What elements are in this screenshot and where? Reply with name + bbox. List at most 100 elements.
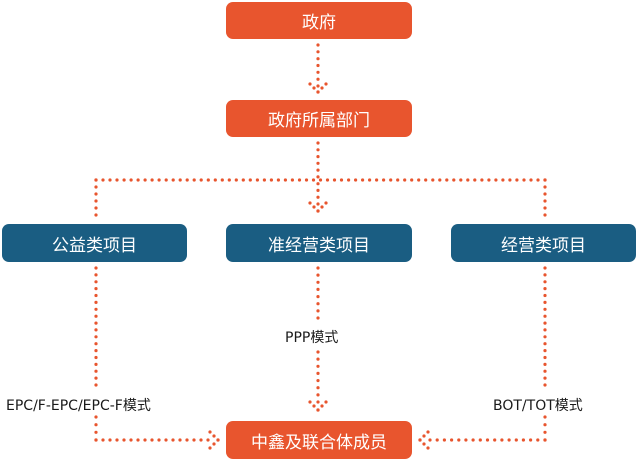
connector-dot: [94, 192, 98, 196]
arrowhead-dot: [422, 442, 426, 446]
connector-dot: [94, 213, 98, 217]
connector-dot: [508, 178, 512, 182]
connector-dot: [316, 379, 320, 383]
arrowhead-dot: [208, 446, 212, 450]
connector-dot: [269, 178, 273, 182]
connector-dot: [347, 178, 351, 182]
connector-dot: [206, 438, 210, 442]
connector-dot: [316, 316, 320, 320]
connector-dot: [199, 438, 203, 442]
connector-dot: [543, 321, 547, 325]
node-consortium-members-label: 中鑫及联合体成员: [251, 432, 387, 453]
connector-dot: [94, 349, 98, 353]
connector-dot: [94, 178, 98, 182]
connector-dot: [192, 438, 196, 442]
node-public-welfare-project: 公益类项目: [2, 224, 187, 262]
connector-dot: [332, 178, 337, 182]
connector-dot: [471, 438, 475, 442]
node-commercial-project-label: 经营类项目: [501, 235, 586, 256]
connector-dot: [478, 438, 482, 442]
connector-dot: [316, 295, 320, 299]
connector-dot: [94, 307, 98, 311]
connector-dot: [543, 213, 547, 217]
connector-dot: [543, 206, 547, 210]
connector-dot: [389, 178, 393, 182]
connector-dot: [424, 178, 428, 182]
connector-dot: [473, 178, 477, 182]
connector-dot: [316, 43, 320, 47]
connector-dot: [316, 63, 320, 68]
connector-commercial-to-member: [428, 438, 547, 442]
connector-dot: [543, 178, 547, 182]
connector-dot: [316, 84, 320, 88]
connector-dot: [108, 178, 112, 182]
connector-dot: [164, 178, 168, 182]
connector-dot: [94, 438, 98, 442]
connector-dot: [316, 77, 320, 81]
connector-dot: [94, 342, 98, 346]
connector-dot: [101, 178, 105, 182]
connector-branch-bar: [94, 178, 547, 182]
connector-dot: [459, 178, 463, 182]
connector-dot: [442, 438, 446, 442]
connector-dot: [150, 178, 154, 182]
connector-dot: [382, 178, 386, 182]
connector-dot: [94, 266, 98, 270]
connector-dot: [522, 178, 526, 182]
connector-dot: [143, 178, 147, 182]
connector-dot: [543, 300, 547, 304]
connector-dot: [450, 438, 454, 442]
node-government: 政府: [226, 2, 412, 39]
connector-dot: [178, 178, 182, 182]
connector-dot: [375, 178, 379, 182]
arrowhead-dot: [212, 442, 216, 446]
connector-dot: [234, 178, 238, 182]
connector-dot: [536, 438, 540, 442]
connector-dot: [157, 438, 161, 442]
edge-label-bot: BOT/TOT模式: [493, 397, 583, 415]
arrowhead-dot: [208, 430, 212, 434]
connector-dot: [396, 178, 400, 182]
connector-dot: [316, 155, 320, 159]
node-government-department-label: 政府所属部门: [268, 111, 370, 131]
connector-dot: [485, 438, 490, 442]
connector-dot: [94, 280, 98, 284]
connector-dot: [536, 178, 540, 182]
connector-dot: [241, 178, 245, 182]
connector-dot: [543, 199, 547, 203]
connector-dot: [262, 178, 266, 182]
connector-dot: [316, 57, 320, 61]
arrowhead-dot: [316, 408, 320, 412]
connector-dot: [316, 161, 320, 165]
connector-dot: [316, 175, 320, 179]
connector-dot: [316, 364, 320, 368]
connector-dot: [171, 178, 175, 182]
connector-dot: [316, 202, 320, 206]
connector-dot: [543, 273, 547, 277]
connector-dot: [316, 393, 320, 397]
connector-dot: [316, 141, 320, 145]
arrowhead-dot: [426, 430, 430, 434]
connector-dot: [94, 415, 98, 419]
connector-dot: [94, 369, 98, 373]
connector-dot: [94, 362, 98, 366]
connector-dot: [339, 178, 344, 182]
node-public-welfare-project-label: 公益类项目: [52, 235, 137, 256]
connector-dot: [428, 438, 432, 442]
connector-dot: [108, 438, 112, 442]
connector-dot: [487, 178, 491, 182]
connector-dot: [94, 199, 98, 203]
connector-dot: [543, 376, 547, 380]
connector-dot: [543, 185, 547, 189]
node-consortium-members: 中鑫及联合体成员: [226, 421, 412, 459]
connector-dot: [94, 300, 98, 304]
connector-dot: [101, 438, 105, 442]
connector-dot: [94, 430, 98, 434]
connector-dot: [543, 423, 547, 427]
connector-dot: [316, 70, 320, 74]
connector-dot: [507, 438, 511, 442]
arrowhead-dot: [216, 438, 220, 442]
arrowhead-dot: [324, 201, 328, 205]
connector-dot: [543, 335, 547, 339]
connector-dot: [361, 178, 365, 182]
